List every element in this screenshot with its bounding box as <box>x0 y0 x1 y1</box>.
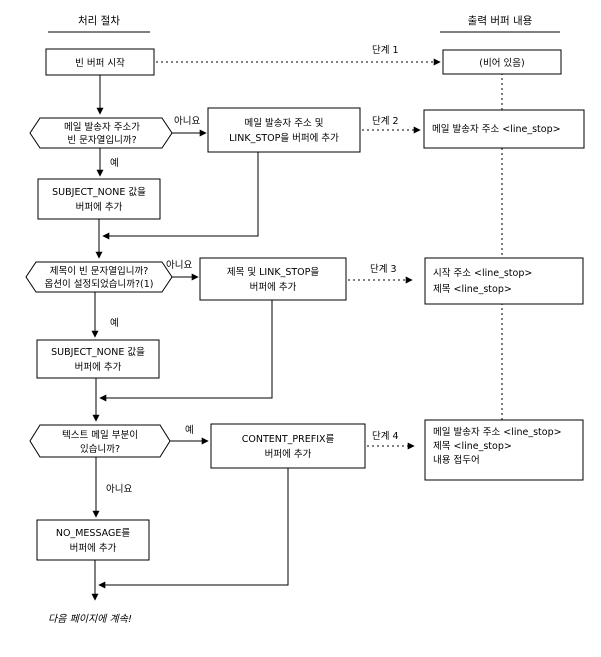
stage-1-label: 단계 1 <box>372 44 399 56</box>
decision-1 <box>29 117 173 149</box>
subject-none-1-box <box>37 178 161 220</box>
decision-1-line-2: 빈 문자열입니까? <box>67 134 136 146</box>
header-process: 처리 절차 <box>78 14 120 27</box>
flow-add-sender-merge <box>102 152 259 240</box>
add-subject-line-2: 버퍼에 추가 <box>250 282 297 293</box>
stage-3-label: 단계 3 <box>370 263 397 275</box>
decision-1-line-1: 메일 발송자 주소가 <box>64 122 140 133</box>
add-content-line-2: 버퍼에 추가 <box>265 449 312 460</box>
decision-3-line-1: 텍스트 메일 부분이 <box>62 430 138 441</box>
start-label: 빈 버퍼 시작 <box>75 58 125 69</box>
flow-add-content-merge <box>98 468 289 589</box>
subject-none-2-line-2: 버퍼에 추가 <box>75 362 122 373</box>
subject-none-2-box <box>36 339 160 379</box>
decision-2-no-label: 아니요 <box>166 260 192 271</box>
decision-2 <box>25 261 173 293</box>
add-content-line-1: CONTENT_PREFIX를 <box>242 434 335 445</box>
buffer-4-line-3: 내용 접두어 <box>433 454 480 466</box>
no-message-box <box>36 519 150 561</box>
subject-none-1-line-2: 버퍼에 추가 <box>76 202 123 213</box>
buffer-4-line-2: 제목 <line_stop> <box>433 441 512 452</box>
flow-add-subject-merge <box>99 300 273 402</box>
buffer-3-line-1: 시작 주소 <line_stop> <box>433 268 532 279</box>
no-message-line-1: NO_MESSAGE를 <box>56 528 130 539</box>
decision-3-no-label: 아니요 <box>106 484 132 495</box>
decision-1-yes-label: 예 <box>110 158 119 169</box>
buffer-box-4 <box>424 419 584 481</box>
decision-3-yes-label: 예 <box>185 425 194 436</box>
decision-2-line-1: 제목이 빈 문자열입니까? <box>50 265 148 277</box>
continue-note: 다음 페이지에 계속! <box>48 613 132 625</box>
add-sender-line-1: 메일 발송자 주소 및 <box>245 117 324 129</box>
decision-3 <box>29 424 171 458</box>
stage-4-label: 단계 4 <box>372 430 399 442</box>
buffer-1-line: (비어 있음) <box>479 57 524 69</box>
add-sender-line-2: LINK_STOP을 버퍼에 추가 <box>229 133 339 144</box>
subject-none-2-line-1: SUBJECT_NONE 값을 <box>51 346 145 358</box>
buffer-2-line-1: 메일 발송자 주소 <line_stop> <box>432 124 561 135</box>
add-subject-box <box>199 257 347 301</box>
decision-2-yes-label: 예 <box>110 318 119 329</box>
buffer-3-line-2: 제목 <line_stop> <box>433 284 512 295</box>
buffer-4-line-1: 메일 발송자 주소 <line_stop> <box>433 427 562 438</box>
subject-none-1-line-1: SUBJECT_NONE 값을 <box>52 186 146 198</box>
add-sender-box <box>207 107 361 153</box>
no-message-line-2: 버퍼에 추가 <box>70 543 117 554</box>
start-box <box>45 48 155 76</box>
buffer-box-1 <box>442 49 562 75</box>
buffer-box-3 <box>424 257 584 305</box>
buffer-box-2 <box>423 109 585 149</box>
decision-1-no-label: 아니요 <box>174 116 200 127</box>
stage-2-label: 단계 2 <box>372 115 399 127</box>
decision-2-line-2: 옵션이 설정되었습니까?(1) <box>45 278 154 290</box>
header-buffer: 출력 버퍼 내용 <box>468 15 533 27</box>
decision-3-line-2: 있습니까? <box>80 443 120 455</box>
add-subject-line-1: 제목 및 LINK_STOP을 <box>227 266 319 278</box>
add-content-box <box>210 423 366 469</box>
